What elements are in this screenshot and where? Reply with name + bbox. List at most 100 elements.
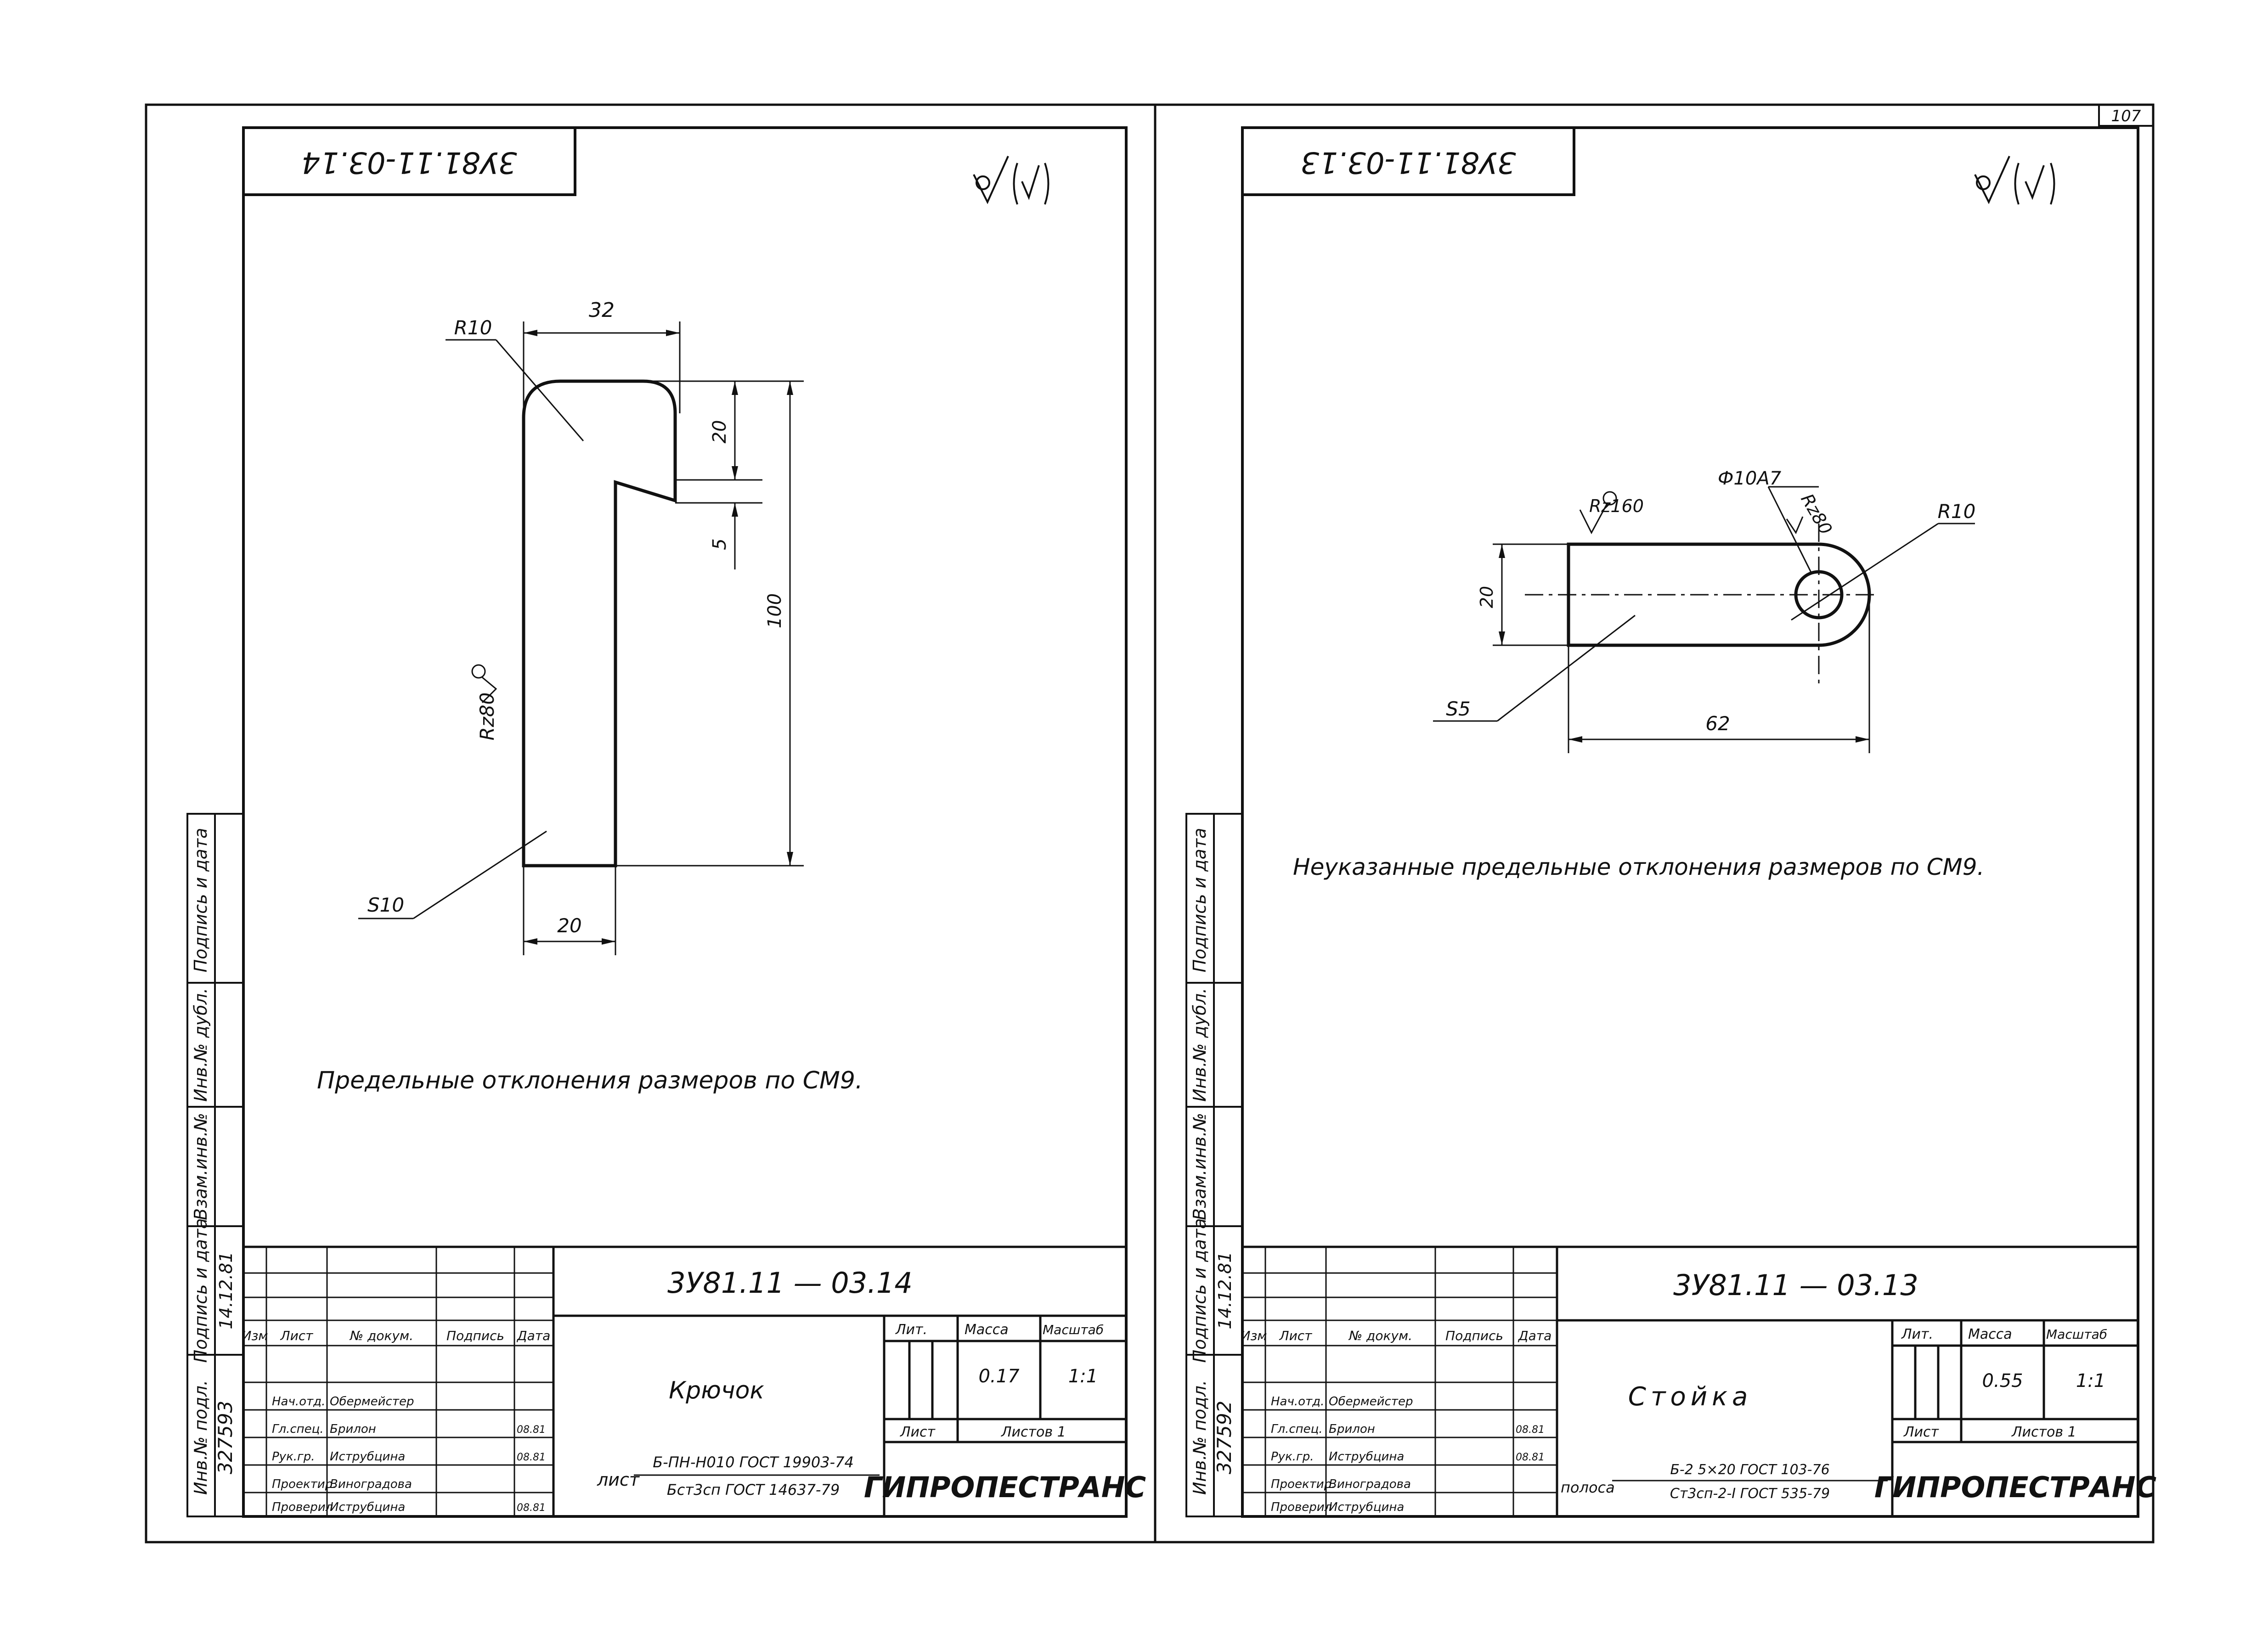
right-mass: 0.55: [1982, 1370, 2023, 1392]
right-designation: 3У81.11 — 03.13: [1673, 1268, 1918, 1302]
r-lbl-massa: Масса: [1968, 1326, 2012, 1342]
r-staff-role-3: Рук.гр.: [1271, 1450, 1314, 1464]
left-material-top: Б-ПН-Н010 ГОСТ 19903-74: [653, 1454, 854, 1471]
r-side-label-5: Подпись и дата: [1190, 828, 1210, 973]
dim-phi: Ф10А7: [1718, 468, 1782, 489]
r-lbl-list: Лист: [1279, 1328, 1313, 1343]
dim-r10: R10: [454, 316, 492, 339]
staff-name-2: Брилон: [330, 1422, 376, 1436]
left-material-prefix: лист: [597, 1470, 640, 1490]
r-lbl-lit: Лит.: [1901, 1326, 1933, 1342]
dim-rz160: Rz160: [1589, 496, 1644, 516]
left-note: Предельные отклонения размеров по СМ9.: [317, 1067, 863, 1094]
r-staff-name-3: Иструбцина: [1329, 1450, 1404, 1464]
date-2: 08.81: [517, 1452, 546, 1463]
r-staff-role-5: Проверил: [1271, 1500, 1332, 1514]
dim-100: 100: [764, 593, 785, 628]
staff-name-5: Иструбцина: [330, 1500, 405, 1514]
dim-20-bottom: 20: [557, 914, 581, 937]
r-side-label-3: Взам.инв.№: [1190, 1113, 1210, 1220]
right-inv: 327592: [1213, 1401, 1236, 1474]
r-staff-name-1: Обермейстер: [1329, 1395, 1413, 1409]
lbl-date: Дата: [516, 1328, 551, 1343]
r-staff-name-5: Иструбцина: [1329, 1500, 1404, 1514]
right-part-name: Стойка: [1628, 1382, 1753, 1412]
right-sign-date: 14.12.81: [1215, 1251, 1235, 1329]
r-side-label-1: Инв.№ подл.: [1190, 1380, 1210, 1495]
dim-62: 62: [1705, 712, 1730, 735]
r-lbl-list2: Лист: [1903, 1424, 1940, 1440]
right-scale: 1:1: [2076, 1370, 2105, 1392]
r-lbl-izm: Изм: [1241, 1328, 1267, 1343]
lbl-massa: Масса: [965, 1322, 1009, 1338]
roughness-rz80: Rz80: [476, 693, 498, 741]
side-label-1: Инв.№ подл.: [191, 1380, 211, 1495]
right-material-bottom: Ст3сп-2-I ГОСТ 535-79: [1670, 1486, 1830, 1502]
right-note: Неуказанные предельные отклонения размер…: [1293, 854, 1984, 880]
r-staff-role-4: Проектир.: [1271, 1477, 1335, 1491]
left-part-name: Крючок: [669, 1377, 764, 1404]
left-scale: 1:1: [1068, 1366, 1098, 1387]
r-staff-name-2: Брилон: [1329, 1422, 1375, 1436]
right-stamp-text: 3У81.11-03.13: [1300, 145, 1516, 179]
right-sheets: Листов 1: [2011, 1424, 2076, 1440]
dim-s10: S10: [367, 894, 404, 916]
lbl-sign: Подпись: [446, 1328, 504, 1343]
dim-20-right: 20: [1477, 586, 1497, 608]
staff-role-5: Проверил: [272, 1500, 333, 1514]
left-drawing: 3У81.11-03.14: [186, 126, 1146, 1518]
dim-rz80-right: Rz80: [1797, 490, 1836, 538]
left-material-bottom: Бст3сп ГОСТ 14637-79: [667, 1481, 840, 1499]
page-number: 107: [2111, 107, 2141, 125]
r-lbl-masshtab: Масштаб: [2046, 1327, 2107, 1342]
page-number-box: [2098, 104, 2154, 127]
dim-5: 5: [709, 538, 730, 550]
side-label-3: Взам.инв.№: [191, 1113, 211, 1220]
r-lbl-sign: Подпись: [1445, 1328, 1503, 1343]
r-lbl-date: Дата: [1518, 1328, 1552, 1343]
dim-32: 32: [589, 299, 615, 322]
dim-20-top: 20: [709, 420, 730, 444]
r-staff-role-2: Гл.спец.: [1271, 1422, 1323, 1436]
roughness-symbol: [973, 156, 1049, 205]
roughness-symbol-right: [1974, 156, 2055, 205]
left-sheets: Листов 1: [1001, 1424, 1066, 1440]
r-date-1: 08.81: [1516, 1424, 1545, 1436]
staff-role-3: Рук.гр.: [272, 1450, 315, 1464]
lbl-izm: Изм: [242, 1328, 268, 1343]
staff-role-2: Гл.спец.: [272, 1422, 324, 1436]
r-staff-name-4: Виноградова: [1329, 1477, 1411, 1491]
left-inv: 327593: [214, 1401, 237, 1474]
dim-r10-right: R10: [1938, 500, 1976, 523]
lbl-masshtab: Масштаб: [1043, 1322, 1104, 1337]
right-drawing: 3У81.11-03.13: [1185, 126, 2156, 1518]
lbl-lit: Лит.: [895, 1322, 927, 1338]
staff-name-4: Виноградова: [330, 1477, 412, 1491]
r-side-label-2: Подпись и дата: [1190, 1218, 1210, 1363]
staff-name-3: Иструбцина: [330, 1450, 405, 1464]
right-org: ГИПРОПЕСТРАНС: [1874, 1471, 2156, 1504]
right-material-prefix: полоса: [1561, 1479, 1615, 1496]
r-staff-role-1: Нач.отд.: [1271, 1395, 1324, 1409]
left-sign-date: 14.12.81: [216, 1251, 236, 1329]
lbl-list2: Лист: [900, 1424, 936, 1440]
right-material-top: Б-2 5×20 ГОСТ 103-76: [1670, 1462, 1829, 1478]
side-label-4: Инв.№ дубл.: [191, 988, 211, 1102]
side-label-2: Подпись и дата: [191, 1218, 211, 1363]
staff-name-1: Обермейстер: [330, 1395, 414, 1409]
date-3: 08.81: [517, 1502, 546, 1514]
left-stamp-text: 3У81.11-03.14: [301, 145, 517, 179]
dim-s5: S5: [1446, 698, 1470, 720]
date-1: 08.81: [517, 1424, 546, 1436]
staff-role-1: Нач.отд.: [272, 1395, 325, 1409]
r-date-2: 08.81: [1516, 1452, 1545, 1463]
left-org: ГИПРОПЕСТРАНС: [864, 1471, 1146, 1504]
left-mass: 0.17: [978, 1366, 1020, 1387]
side-label-5: Подпись и дата: [191, 828, 211, 973]
staff-role-4: Проектир.: [272, 1477, 336, 1491]
left-designation: 3У81.11 — 03.14: [667, 1266, 913, 1300]
lbl-list: Лист: [280, 1328, 314, 1343]
r-side-label-4: Инв.№ дубл.: [1190, 988, 1210, 1102]
r-lbl-doc: № докум.: [1348, 1328, 1412, 1343]
